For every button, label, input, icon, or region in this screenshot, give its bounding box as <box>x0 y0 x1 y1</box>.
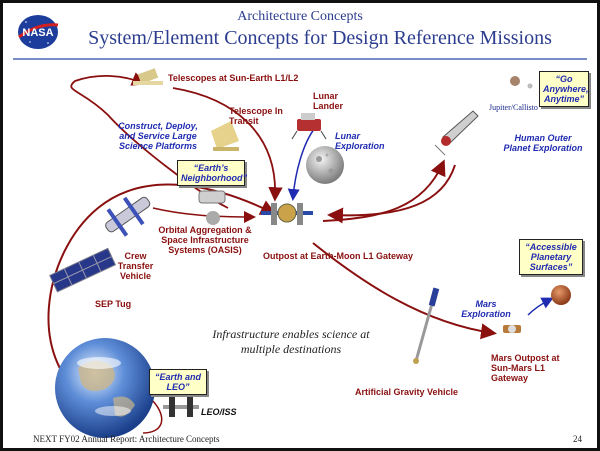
footer-report-name: NEXT FY02 Annual Report: Architecture Co… <box>33 434 220 444</box>
footer-page-number: 24 <box>573 434 582 444</box>
lunar-descent-arrow <box>287 127 316 201</box>
slide-title: System/Element Concepts for Design Refer… <box>88 27 552 49</box>
label-mars-exploration: Mars Exploration <box>461 299 511 319</box>
infrastructure-caption: Infrastructure enables science at multip… <box>212 327 370 356</box>
mars-route-arrow <box>312 242 497 340</box>
mission-diagram <box>47 68 571 438</box>
title-rule <box>13 58 587 60</box>
telescope-transit-image <box>211 121 239 151</box>
callout-earths-neighborhood: “Earth’s Neighborhood” <box>177 160 247 186</box>
label-construct-platforms: Construct, Deploy, and Service Large Sci… <box>118 121 198 151</box>
label-telescopes-l1-l2: Telescopes at Sun-Earth L1/L2 <box>168 73 299 83</box>
label-crew-transfer-vehicle: Crew Transfer Vehicle <box>117 251 154 281</box>
telescope-return-arrow <box>172 87 283 202</box>
outer-planet-ship-image <box>434 110 479 156</box>
artificial-gravity-vehicle-image <box>413 287 440 364</box>
crew-transfer-vehicle-image <box>105 196 151 237</box>
label-jupiter-callisto: Jupiter/Callisto <box>489 103 538 112</box>
nasa-logo-text: NASA <box>22 27 53 39</box>
lunar-lander-image <box>291 113 327 140</box>
label-telescope-in-transit: Telescope In Transit <box>229 106 283 126</box>
label-human-outer-planet: Human Outer Planet Exploration <box>503 133 583 153</box>
label-lunar-exploration: Lunar Exploration <box>335 131 385 151</box>
label-artificial-gravity-vehicle: Artificial Gravity Vehicle <box>355 387 459 397</box>
telescope-l2-image <box>133 68 163 85</box>
nasa-logo: NASA <box>18 15 59 49</box>
jupiter-image <box>510 76 520 86</box>
outer-planet-return <box>327 164 456 224</box>
label-oasis: Orbital Aggregation & Space Infrastructu… <box>158 225 252 255</box>
label-mars-outpost: Mars Outpost at Sun-Mars L1 Gateway <box>491 353 560 383</box>
iss-orbit-arc <box>142 400 163 434</box>
callout-accessible-surfaces: “Accessible Planetary Surfaces” <box>519 239 583 275</box>
neighborhood-arrow <box>152 207 256 223</box>
label-leo-iss: LEO/ISS <box>201 407 237 417</box>
label-outpost-earth-moon: Outpost at Earth-Moon L1 Gateway <box>263 251 414 261</box>
moon-image <box>306 146 344 184</box>
callout-go-anywhere: “Go Anywhere, Anytime” <box>539 71 589 107</box>
slide-subtitle: Architecture Concepts <box>237 9 363 24</box>
gateway-outpost-image <box>261 203 313 225</box>
callisto-image <box>527 83 533 89</box>
callout-earth-and-leo: “Earth and LEO” <box>149 369 207 395</box>
mars-descent-arrow <box>527 297 554 316</box>
label-sep-tug: SEP Tug <box>95 299 132 309</box>
label-lunar-lander: Lunar Lander <box>313 91 344 111</box>
iss-image <box>163 397 199 417</box>
sep-tug-image <box>49 247 117 293</box>
mars-outpost-image <box>503 325 521 333</box>
mars-image <box>551 285 571 305</box>
